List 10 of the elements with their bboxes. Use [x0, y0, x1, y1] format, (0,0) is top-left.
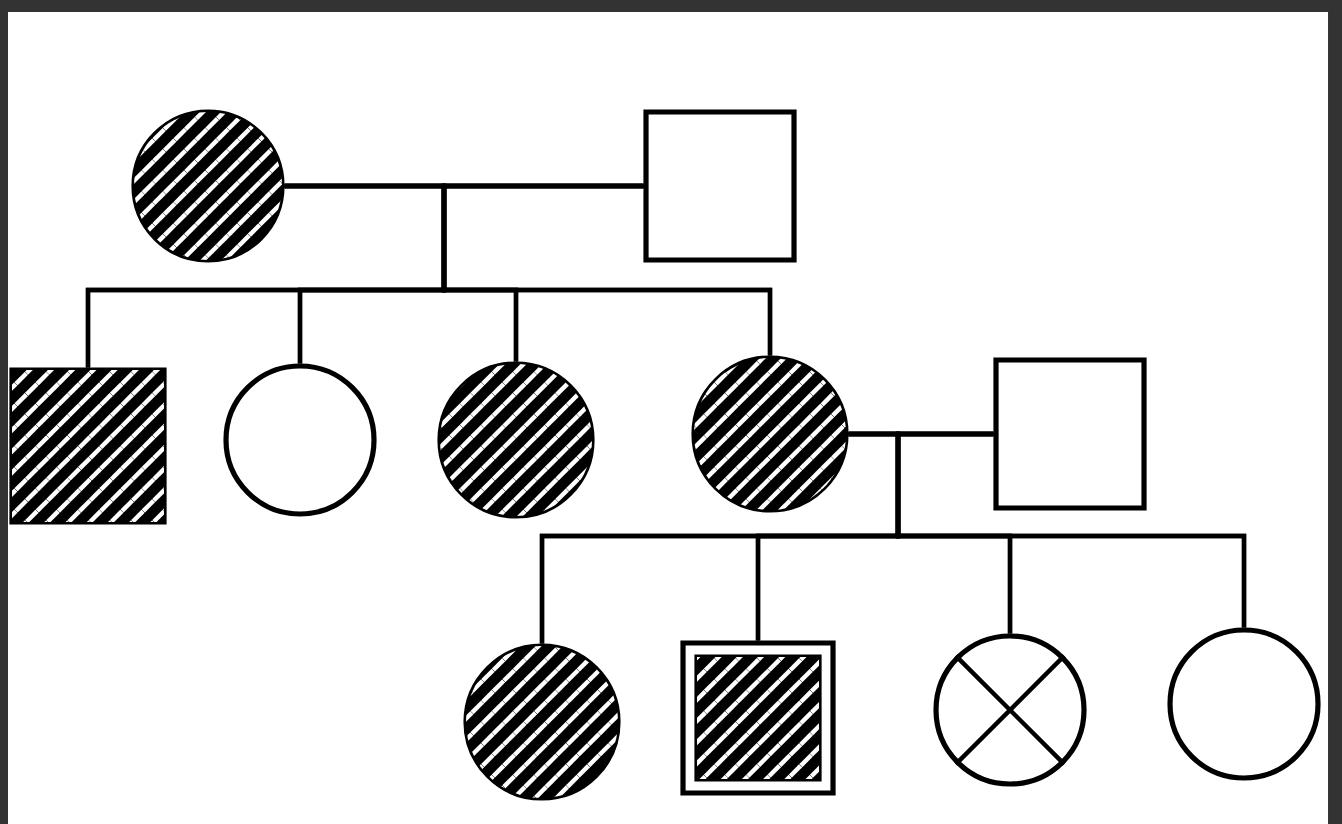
crossed-circle: [933, 633, 1087, 787]
hatched-female-circle: [437, 361, 595, 519]
hatched-female-circle: [131, 109, 285, 263]
male-square: [643, 109, 797, 263]
female-circle: [223, 363, 377, 517]
male-square: [993, 357, 1147, 511]
hatched-female-circle: [691, 355, 849, 513]
pedigree-line: [441, 183, 773, 356]
female-circle: [1167, 627, 1321, 781]
hatched-female-circle: [463, 643, 621, 801]
